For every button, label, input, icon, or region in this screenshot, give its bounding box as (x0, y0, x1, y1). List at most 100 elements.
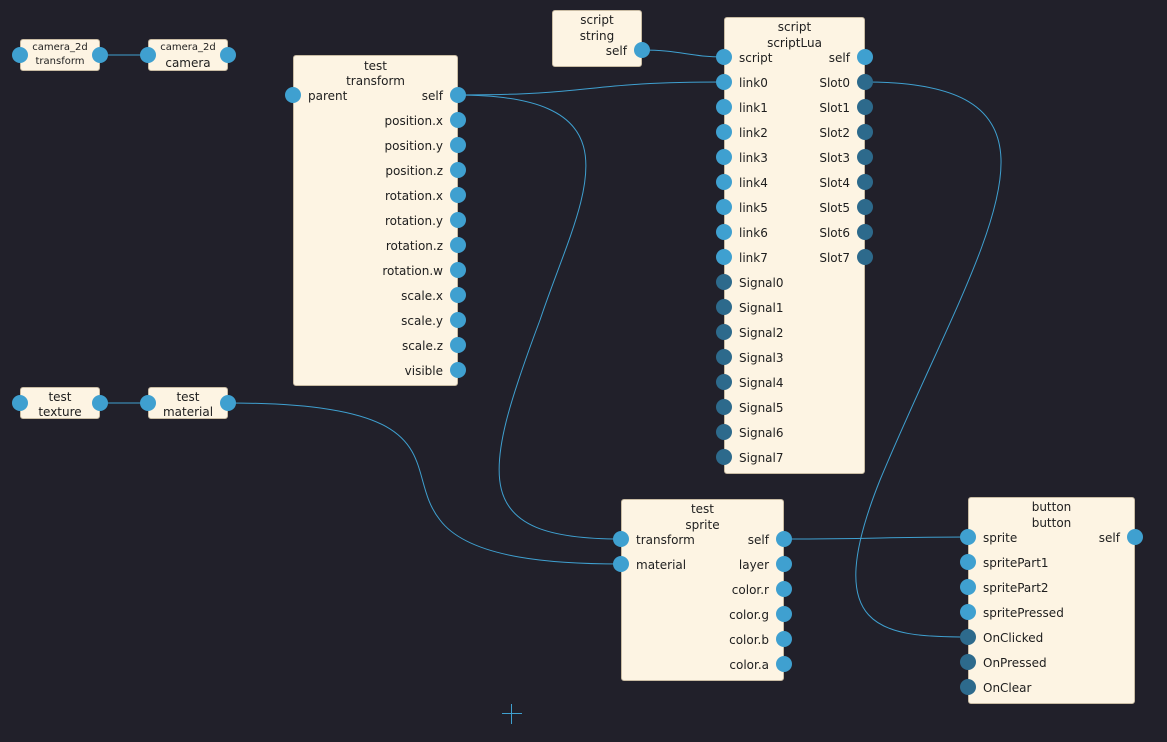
port-lua-signal1[interactable] (716, 299, 732, 315)
port-camera-transform-out[interactable] (92, 47, 108, 63)
port-transform-rotation-x[interactable] (450, 187, 466, 203)
port-script-string-self[interactable] (634, 42, 650, 58)
node-title-type: test (48, 390, 72, 404)
port-lua-link5[interactable] (716, 199, 732, 215)
port-camera-transform-in[interactable] (12, 47, 28, 63)
port-lua-signal0[interactable] (716, 274, 732, 290)
port-lua-link2[interactable] (716, 124, 732, 140)
port-transform-scale-y[interactable] (450, 312, 466, 328)
port-label-slot4: Slot4 (819, 176, 850, 190)
port-button-sprite-part1[interactable] (960, 554, 976, 570)
port-label-self: self (747, 533, 769, 547)
node-camera-transform[interactable]: camera_2d transform (20, 39, 100, 71)
port-transform-position-x[interactable] (450, 112, 466, 128)
port-button-sprite-pressed[interactable] (960, 604, 976, 620)
port-sprite-transform[interactable] (613, 531, 629, 547)
port-transform-scale-x[interactable] (450, 287, 466, 303)
port-lua-link7[interactable] (716, 249, 732, 265)
port-sprite-color-b[interactable] (776, 631, 792, 647)
port-label-signal7: Signal7 (739, 451, 784, 465)
port-label-link5: link5 (739, 201, 768, 215)
port-lua-slot0[interactable] (857, 74, 873, 90)
port-lua-link1[interactable] (716, 99, 732, 115)
port-transform-self[interactable] (450, 87, 466, 103)
port-label-signal5: Signal5 (739, 401, 784, 415)
port-lua-slot7[interactable] (857, 249, 873, 265)
port-transform-visible[interactable] (450, 362, 466, 378)
port-button-self[interactable] (1127, 529, 1143, 545)
node-title-name: button (1031, 516, 1072, 530)
port-transform-parent[interactable] (285, 87, 301, 103)
node-script-lua[interactable]: script scriptLua script self link0 link1… (724, 17, 865, 474)
port-transform-rotation-z[interactable] (450, 237, 466, 253)
port-lua-signal6[interactable] (716, 424, 732, 440)
port-sprite-layer[interactable] (776, 556, 792, 572)
port-lua-self[interactable] (857, 49, 873, 65)
port-material-in[interactable] (140, 395, 156, 411)
port-sprite-self[interactable] (776, 531, 792, 547)
port-lua-slot3[interactable] (857, 149, 873, 165)
node-test-sprite[interactable]: test sprite transform material self laye… (621, 499, 784, 681)
port-label-self: self (828, 51, 850, 65)
node-title-name: camera (165, 56, 211, 70)
port-transform-position-z[interactable] (450, 162, 466, 178)
port-lua-slot2[interactable] (857, 124, 873, 140)
port-transform-rotation-w[interactable] (450, 262, 466, 278)
node-button[interactable]: button button sprite self spritePart1 sp… (968, 497, 1135, 704)
port-sprite-color-r[interactable] (776, 581, 792, 597)
port-label-sprite-part1: spritePart1 (983, 556, 1049, 570)
port-transform-scale-z[interactable] (450, 337, 466, 353)
port-label-layer: layer (738, 558, 769, 572)
port-button-sprite-part2[interactable] (960, 579, 976, 595)
port-button-on-pressed[interactable] (960, 654, 976, 670)
port-lua-link0[interactable] (716, 74, 732, 90)
port-lua-signal2[interactable] (716, 324, 732, 340)
port-label-visible: visible (404, 364, 443, 378)
port-lua-signal5[interactable] (716, 399, 732, 415)
port-lua-slot6[interactable] (857, 224, 873, 240)
wire-transform-self-to-sprite-transform (456, 94, 622, 540)
node-test-material[interactable]: test material (148, 387, 228, 419)
port-sprite-material[interactable] (613, 556, 629, 572)
port-camera-camera-in[interactable] (140, 47, 156, 63)
crosshair-cursor-icon (502, 704, 522, 724)
port-label-script: script (739, 51, 773, 65)
port-lua-link6[interactable] (716, 224, 732, 240)
port-lua-link3[interactable] (716, 149, 732, 165)
port-label-rotation-w: rotation.w (382, 264, 443, 278)
port-lua-slot1[interactable] (857, 99, 873, 115)
port-button-on-clicked[interactable] (960, 629, 976, 645)
port-lua-signal3[interactable] (716, 349, 732, 365)
port-texture-in[interactable] (12, 395, 28, 411)
port-texture-out[interactable] (92, 395, 108, 411)
port-label-link7: link7 (739, 251, 768, 265)
node-title-name: transform (35, 56, 85, 67)
port-label-transform: transform (636, 533, 695, 547)
port-label-scale-y: scale.y (401, 314, 443, 328)
port-camera-camera-out[interactable] (220, 47, 236, 63)
port-button-on-clear[interactable] (960, 679, 976, 695)
node-script-string[interactable]: script string self (552, 10, 642, 67)
port-label-color-b: color.b (729, 633, 769, 647)
port-lua-slot5[interactable] (857, 199, 873, 215)
node-test-transform[interactable]: test transform parent self position.x po… (293, 55, 458, 386)
port-sprite-color-g[interactable] (776, 606, 792, 622)
node-title-name: sprite (685, 518, 720, 532)
port-transform-rotation-y[interactable] (450, 212, 466, 228)
node-test-texture[interactable]: test texture (20, 387, 100, 419)
node-title-name: transform (346, 74, 405, 88)
port-button-sprite[interactable] (960, 529, 976, 545)
port-lua-signal7[interactable] (716, 449, 732, 465)
port-sprite-color-a[interactable] (776, 656, 792, 672)
port-label-link0: link0 (739, 76, 768, 90)
port-lua-slot4[interactable] (857, 174, 873, 190)
port-lua-link4[interactable] (716, 174, 732, 190)
port-label-link1: link1 (739, 101, 768, 115)
port-transform-position-y[interactable] (450, 137, 466, 153)
port-label-rotation-y: rotation.y (385, 214, 443, 228)
port-lua-signal4[interactable] (716, 374, 732, 390)
port-label-slot2: Slot2 (819, 126, 850, 140)
port-material-out[interactable] (220, 395, 236, 411)
node-camera-camera[interactable]: camera_2d camera (148, 39, 228, 71)
port-lua-script[interactable] (716, 49, 732, 65)
